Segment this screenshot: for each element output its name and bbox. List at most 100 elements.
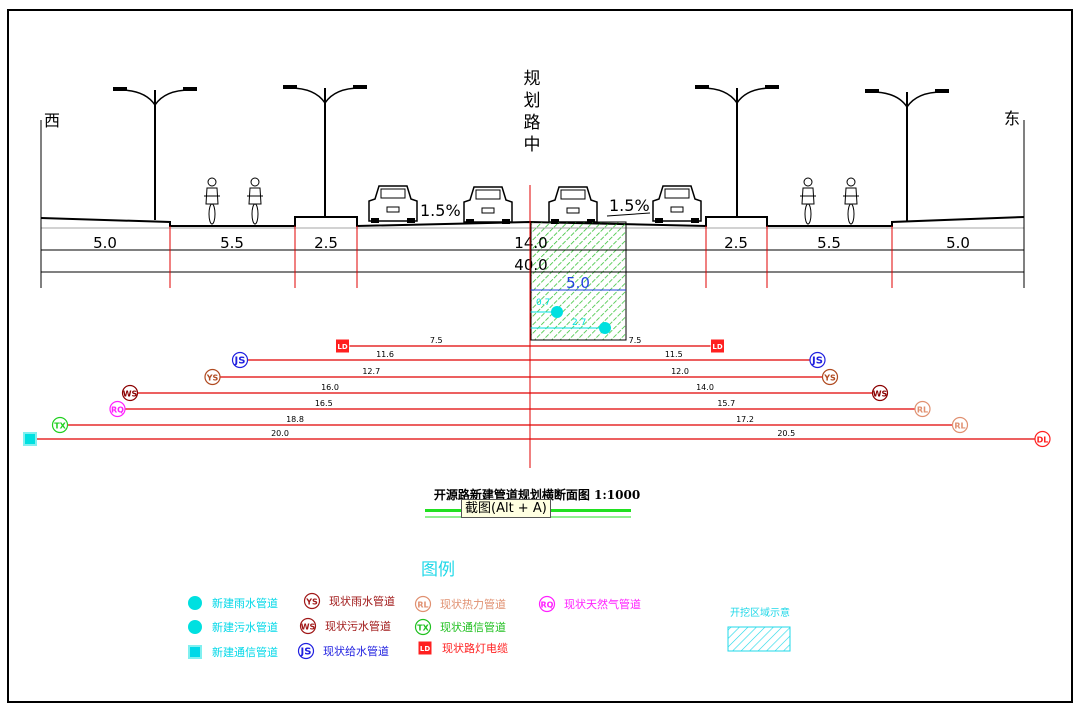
legend-symbol-icon: RQ bbox=[538, 595, 556, 613]
pipe-right-distance: 14.0 bbox=[696, 383, 714, 392]
svg-text:JS: JS bbox=[811, 356, 823, 367]
pipe-right-distance: 17.2 bbox=[736, 415, 754, 424]
legend-label: 现状天然气管道 bbox=[564, 597, 641, 611]
slope-right: 1.5% bbox=[609, 196, 650, 215]
svg-text:TX: TX bbox=[54, 422, 66, 431]
pipe-left-distance: 12.7 bbox=[362, 367, 380, 376]
svg-text:LD: LD bbox=[712, 343, 722, 351]
pipe-left-distance: 20.0 bbox=[271, 429, 289, 438]
pipe-right-distance: 12.0 bbox=[671, 367, 689, 376]
legend-item: 新建通信管道 bbox=[188, 645, 278, 659]
segment-dim: 5.0 bbox=[93, 234, 117, 252]
svg-text:YS: YS bbox=[206, 374, 219, 383]
pipe-right-symbol-icon: RL bbox=[951, 416, 969, 434]
svg-text:RL: RL bbox=[417, 601, 428, 610]
pipe-right-symbol-icon: WS bbox=[871, 384, 889, 402]
slope-left: 1.5% bbox=[420, 201, 461, 220]
pipe-left-distance: 16.5 bbox=[315, 399, 333, 408]
cars bbox=[368, 185, 702, 225]
pipe-left-symbol-icon: YS bbox=[204, 368, 221, 386]
legend-item: 新建污水管道 bbox=[188, 620, 278, 634]
svg-text:WS: WS bbox=[873, 390, 888, 399]
legend-label: 现状路灯电缆 bbox=[442, 641, 508, 655]
new-sewer-pipe-icon bbox=[551, 306, 563, 318]
legend-symbol-icon: WS bbox=[299, 617, 317, 635]
pipe-right-distance: 11.5 bbox=[665, 350, 683, 359]
svg-text:LD: LD bbox=[420, 645, 430, 653]
west-label: 西 bbox=[44, 111, 60, 130]
svg-text:RQ: RQ bbox=[111, 406, 124, 415]
legend-symbol-icon: TX bbox=[414, 618, 432, 636]
pipe-right-distance: 7.5 bbox=[629, 336, 642, 345]
pipe-left-symbol-icon: RQ bbox=[109, 400, 126, 418]
screenshot-tooltip: 截图(Alt + A) bbox=[461, 499, 551, 518]
pipe-right-distance: 15.7 bbox=[717, 399, 735, 408]
legend-symbol-icon: YS bbox=[303, 592, 321, 610]
segment-dimensions bbox=[41, 249, 1024, 273]
legend-label: 现状污水管道 bbox=[325, 619, 391, 633]
svg-text:RL: RL bbox=[917, 406, 928, 415]
legend-item: YS 现状雨水管道 bbox=[303, 592, 395, 610]
segment-dim: 5.5 bbox=[220, 234, 244, 252]
svg-text:规: 规 bbox=[524, 69, 541, 89]
legend-label: 现状雨水管道 bbox=[329, 594, 395, 608]
svg-text:TX: TX bbox=[417, 624, 429, 633]
legend-label: 现状热力管道 bbox=[440, 597, 506, 611]
pipe-left-symbol-icon: JS bbox=[231, 351, 249, 369]
svg-text:LD: LD bbox=[337, 343, 347, 351]
pipe-left-distance: 7.5 bbox=[430, 336, 443, 345]
pipe-row: 16.0 14.0WS WS bbox=[121, 383, 889, 402]
pipe-right-symbol-icon: YS bbox=[821, 368, 839, 386]
east-label: 东 bbox=[1004, 109, 1020, 128]
pipe-right-symbol-icon: DL bbox=[1034, 430, 1051, 448]
svg-text:JS: JS bbox=[234, 356, 246, 367]
legend-symbol-icon: RL bbox=[414, 595, 432, 613]
pipe-left-symbol-icon: TX bbox=[51, 416, 69, 434]
svg-text:划: 划 bbox=[524, 91, 541, 111]
segment-dim: 2.5 bbox=[724, 234, 748, 252]
segment-dim: 2.5 bbox=[314, 234, 338, 252]
svg-text:中: 中 bbox=[524, 135, 541, 155]
pipe-right-distance: 20.5 bbox=[777, 429, 795, 438]
svg-text:YS: YS bbox=[305, 598, 318, 607]
pipe-right-symbol-icon: JS bbox=[809, 351, 826, 369]
legend-symbol-icon bbox=[188, 645, 202, 659]
new-rain-pipe-icon bbox=[599, 322, 611, 334]
segment-dim: 5.5 bbox=[817, 234, 841, 252]
pipe-right-symbol-icon: LD bbox=[711, 339, 724, 353]
legend-item: WS 现状污水管道 bbox=[299, 617, 391, 635]
svg-text:DL: DL bbox=[1037, 436, 1049, 445]
pipe-row: 20.0 20.5DL bbox=[23, 429, 1051, 448]
excavation-legend-label: 开挖区域示意 bbox=[730, 606, 790, 619]
legend-label: 新建雨水管道 bbox=[212, 596, 278, 610]
pipe-row: 18.8 17.2TX RL bbox=[51, 415, 969, 434]
drawing-frame bbox=[7, 9, 1073, 703]
svg-text:RQ: RQ bbox=[541, 601, 554, 610]
total-width: 40.0 bbox=[514, 256, 547, 274]
pipe-left-distance: 18.8 bbox=[286, 415, 304, 424]
segment-dim: 5.0 bbox=[946, 234, 970, 252]
pipe-left-symbol-icon: LD bbox=[336, 339, 349, 353]
legend-item: JS 现状给水管道 bbox=[297, 642, 389, 660]
legend-label: 现状给水管道 bbox=[323, 644, 389, 658]
svg-text:路: 路 bbox=[524, 113, 541, 133]
excavation-legend-swatch bbox=[727, 626, 791, 652]
legend-item: 新建雨水管道 bbox=[188, 596, 278, 610]
new-ys-offset: 2.7 bbox=[572, 318, 586, 328]
excavation-width: 5.0 bbox=[566, 274, 590, 292]
centerline-label: 规 划 路 中 bbox=[524, 69, 541, 155]
svg-text:RL: RL bbox=[954, 422, 965, 431]
legend-item: LD 现状路灯电缆 bbox=[418, 641, 508, 655]
excavation-area bbox=[530, 221, 627, 341]
pipe-left-distance: 16.0 bbox=[321, 383, 339, 392]
svg-text:JS: JS bbox=[300, 647, 312, 658]
pipe-row: 7.5 7.5LD LD bbox=[336, 336, 724, 353]
svg-text:WS: WS bbox=[123, 390, 138, 399]
dimension-ticks bbox=[169, 226, 893, 288]
